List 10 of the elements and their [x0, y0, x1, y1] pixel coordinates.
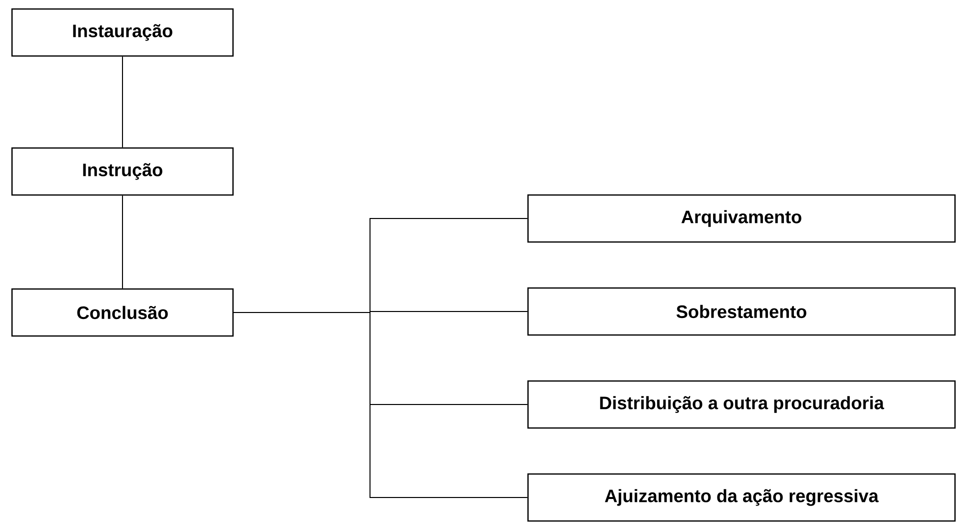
process-box: Sobrestamento: [527, 287, 956, 336]
process-box: Arquivamento: [527, 194, 956, 243]
connector-line: [233, 312, 528, 498]
process-box: Conclusão: [11, 288, 234, 337]
connector-line: [122, 56, 123, 148]
process-box: Ajuizamento da ação regressiva: [527, 473, 956, 522]
process-box: Instauração: [11, 8, 234, 57]
process-box: Distribuição a outra procuradoria: [527, 380, 956, 429]
connector-line: [122, 195, 123, 289]
process-box: Instrução: [11, 147, 234, 196]
